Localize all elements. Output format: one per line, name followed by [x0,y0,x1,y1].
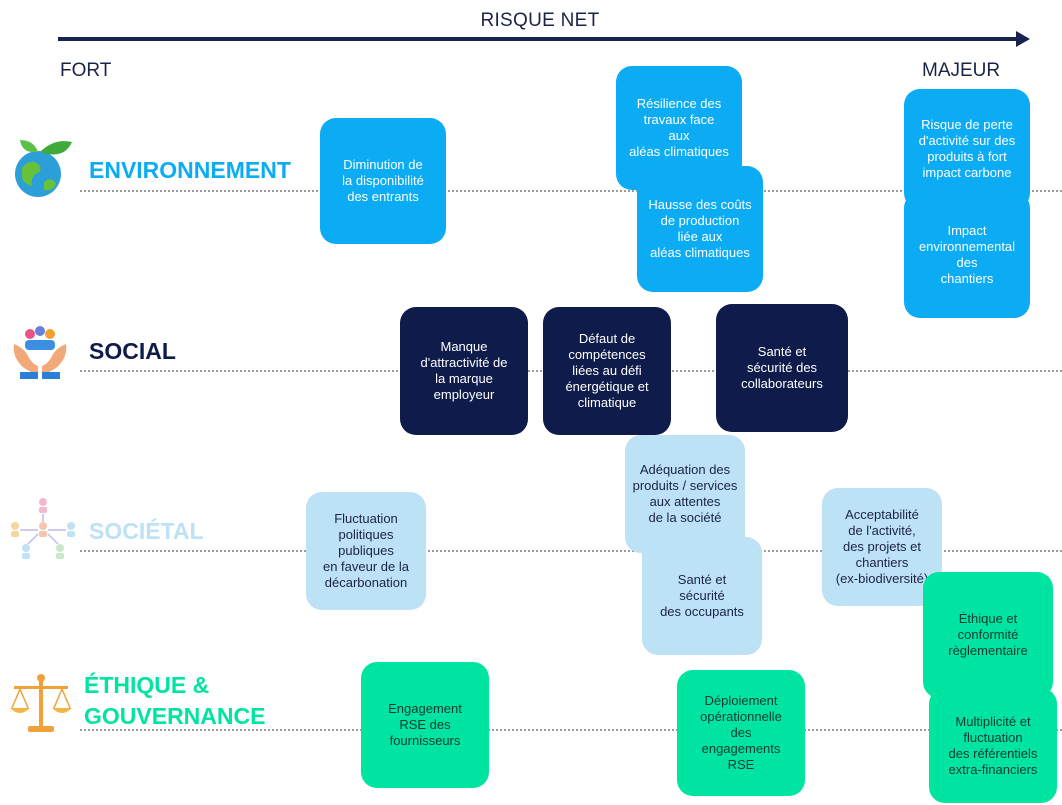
category-ethique-line1: ÉTHIQUE & [84,672,210,698]
earth-leaves-icon [10,138,76,200]
axis-high-label: MAJEUR [922,60,1001,81]
risk-env-costs: Hausse des coûts de production liée aux … [637,166,763,292]
category-ethique-line2: GOUVERNANCE [84,703,266,729]
risk-soc-attract: Manque d'attractivité de la marque emplo… [400,307,528,435]
risk-sct-occupants: Santé et sécurité des occupants [642,537,762,655]
risk-sct-accept: Acceptabilité de l'activité, des projets… [822,488,942,606]
scales-icon [8,672,74,736]
risk-sct-policy: Fluctuation politiques publiques en fave… [306,492,426,610]
axis-arrowhead-icon [1016,31,1030,47]
risk-eth-deploy: Déploiement opérationnelle des engagemen… [677,670,805,796]
risk-soc-safety: Santé et sécurité des collaborateurs [716,304,848,432]
axis-line [58,37,1018,41]
risk-eth-compliance: Éthique et conformité règlementaire [923,572,1053,698]
category-environnement: ENVIRONNEMENT [89,157,291,183]
risk-env-inputs: Diminution de la disponibilité des entra… [320,118,446,244]
hands-people-icon [10,322,70,380]
category-social: SOCIAL [89,338,176,364]
row-guide-ethique [80,729,1062,731]
risk-soc-skills: Défaut de compétences liées au défi éner… [543,307,671,435]
risk-sct-products: Adéquation des produits / services aux a… [625,435,745,553]
risk-eth-standards: Multiplicité et fluctuation des référent… [929,688,1057,803]
axis-title: RISQUE NET [480,10,600,31]
risk-env-carbon: Risque de perte d'activité sur des produ… [904,89,1030,209]
category-societal: SOCIÉTAL [89,518,204,544]
row-guide-societal [80,550,1062,552]
risk-eth-suppliers: Engagement RSE des fournisseurs [361,662,489,788]
risk-env-impact: Impact environnemental des chantiers [904,192,1030,318]
network-people-icon [8,494,78,560]
row-guide-environnement [80,190,1062,192]
axis-low-label: FORT [60,60,112,81]
